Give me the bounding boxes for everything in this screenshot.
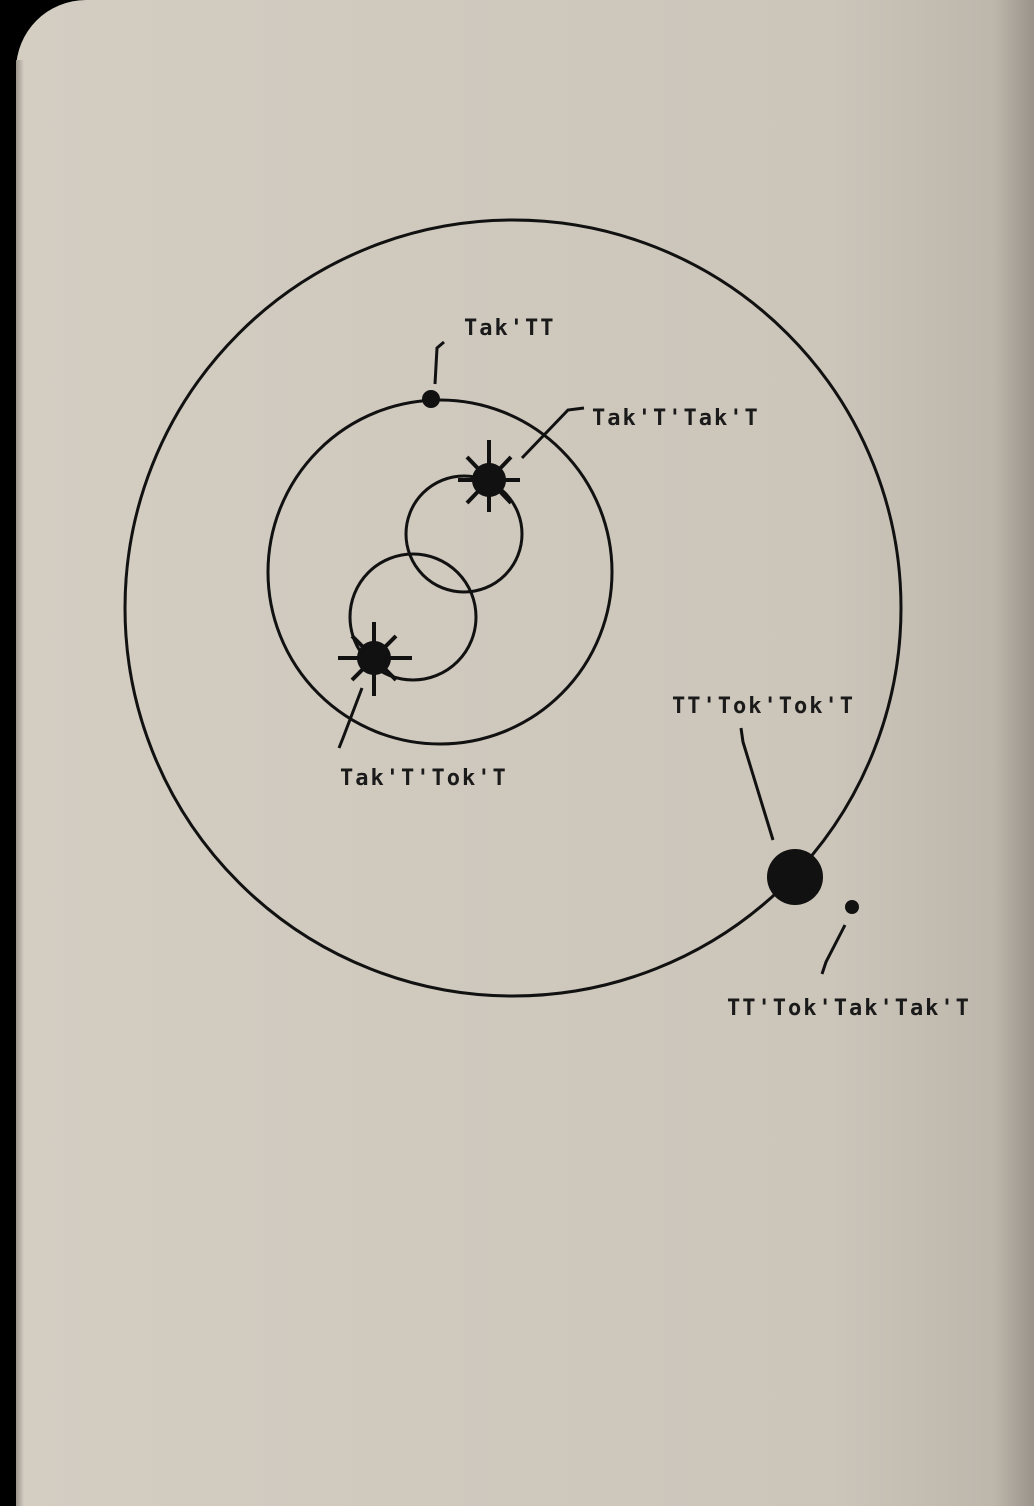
star-lower-label: Tak'T'Tok'T bbox=[340, 766, 508, 791]
outer-orbit bbox=[123, 218, 903, 998]
small-planet bbox=[422, 390, 440, 408]
star-lower-icon bbox=[338, 622, 412, 696]
star-upper-leader bbox=[520, 406, 585, 460]
big-planet-label: TT'Tok'Tok'T bbox=[672, 694, 855, 719]
big-planet-leader bbox=[739, 727, 775, 841]
paper-shadow bbox=[994, 0, 1034, 1506]
star-orbit-upper bbox=[404, 474, 524, 594]
small-planet-label: Tak'TT bbox=[464, 316, 555, 341]
big-planet bbox=[767, 849, 823, 905]
star-orbit-lower bbox=[348, 552, 478, 682]
small-planet-leader bbox=[433, 340, 445, 385]
paper-edge bbox=[16, 60, 24, 1506]
paper-sheet bbox=[16, 0, 1034, 1506]
moon-leader bbox=[820, 924, 847, 975]
star-upper-icon bbox=[458, 440, 520, 512]
star-upper-label: Tak'T'Tak'T bbox=[592, 406, 760, 431]
moon bbox=[845, 900, 859, 914]
star-lower-leader bbox=[337, 687, 364, 749]
moon-label: TT'Tok'Tak'Tak'T bbox=[727, 996, 971, 1021]
inner-orbit bbox=[266, 398, 614, 746]
